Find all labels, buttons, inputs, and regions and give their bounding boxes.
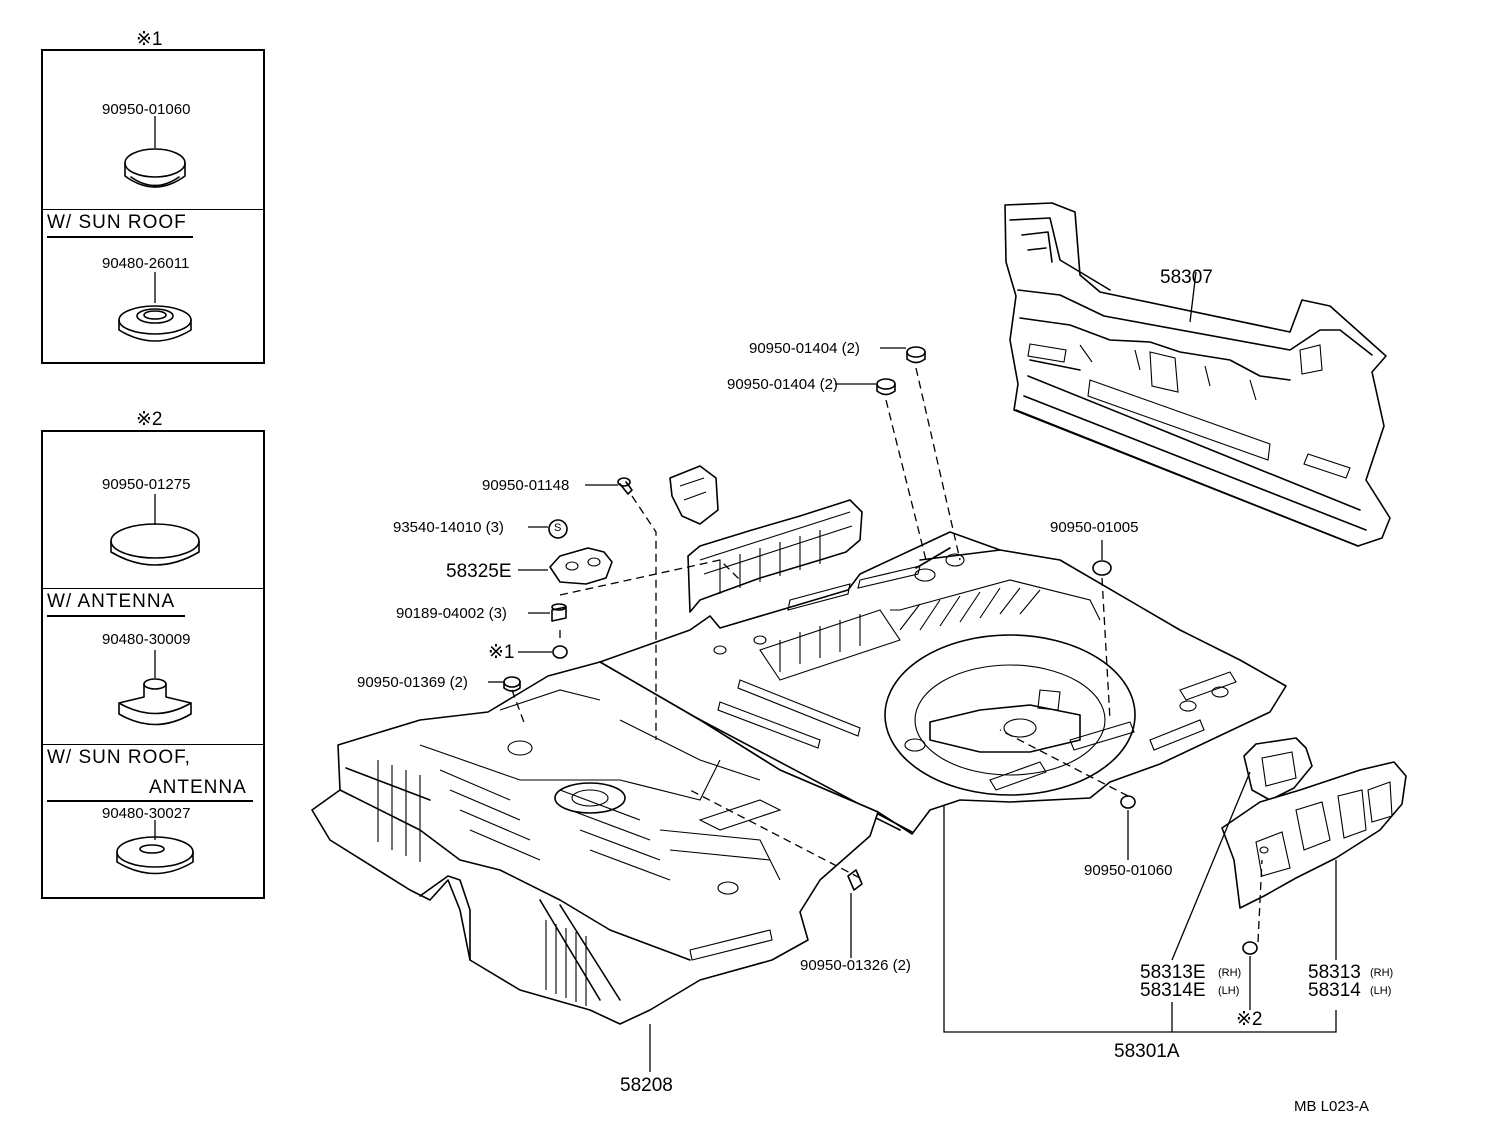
inset2-divider-a [43,588,263,589]
plug-90950-01404-lower-icon [876,378,896,396]
label-90950-01326: 90950-01326 (2) [800,957,911,974]
label-mark2: ※2 [1236,1009,1263,1030]
inset2-section-antenna: W/ ANTENNA [47,591,176,612]
label-58307: 58307 [1160,267,1213,288]
dashed-assembly-lines [511,367,1263,943]
inset1-section-label: W/ SUN ROOF [47,212,187,233]
grommet-90480-30009-icon [118,650,192,726]
inset1-box: 90950-01060 W/ SUN ROOF 90480-26011 [41,49,265,364]
inset2-section-sunroof-antenna-line2: ANTENNA [149,777,247,798]
rear-panel-58307-drawing [1004,202,1391,547]
plug-90950-01060-icon [124,116,186,188]
side-panel-58313-drawing [1221,761,1407,909]
label-58313: 58313 [1308,962,1361,983]
inset1-bottom-part-number: 90480-26011 [102,255,190,272]
label-mark1: ※1 [488,642,515,663]
cross-member-drawing [669,465,863,613]
label-58325E: 58325E [446,561,512,582]
label-90950-01005: 90950-01005 [1050,519,1139,536]
plug-90950-01005-icon [1092,560,1112,576]
label-58314-side: (LH) [1370,985,1392,997]
label-58208: 58208 [620,1075,673,1096]
label-58314E: 58314E [1140,980,1206,1001]
inset2-section-sunroof-antenna-line1: W/ SUN ROOF, [47,747,191,768]
label-90950-01060: 90950-01060 [1084,862,1173,879]
label-90950-01148: 90950-01148 [482,477,570,494]
inset2-section-sunroof-antenna-underline [47,800,253,802]
leader-lines [488,271,1337,1072]
bracket-58325E-icon [549,547,613,585]
label-58314E-side: (LH) [1218,985,1240,997]
plug-mark1-icon [552,645,568,659]
inset2-section-antenna-underline [47,615,185,617]
s-mark-circle-icon [548,519,568,539]
inset1-top-part-number: 90950-01060 [102,101,191,118]
label-93540-14010: 93540-14010 (3) [393,519,504,536]
inset2-sunroof-antenna-part-number: 90480-30027 [102,805,191,822]
pin-90950-01148-icon [617,477,633,495]
rear-floor-pan-58301A-drawing [599,531,1287,835]
bolt-90189-04002-icon [551,603,567,622]
label-90189-04002: 90189-04002 (3) [396,605,507,622]
front-floor-pan-58208-drawing [311,661,879,1025]
grommet-90480-30027-icon [116,820,194,875]
label-58313-side: (RH) [1370,967,1394,979]
label-90950-01404-lower: 90950-01404 (2) [727,376,838,393]
grommet-90480-26011-icon [118,272,192,342]
plug-90950-01275-icon [110,494,200,566]
inset2-antenna-part-number: 90480-30009 [102,631,191,648]
label-58313E-side: (RH) [1218,967,1242,979]
label-s-mark: S [554,522,562,534]
label-58313E: 58313E [1140,962,1206,983]
inset2-box: 90950-01275 W/ ANTENNA 90480-30009 W/ SU… [41,430,265,899]
bolt-90950-01326-icon [847,869,863,891]
inset1-section-underline [47,236,193,238]
label-58301A: 58301A [1114,1041,1180,1062]
label-58314: 58314 [1308,980,1361,1001]
inset1-divider [43,209,263,210]
plug-90950-01404-upper-icon [906,346,926,364]
side-panel-58313E-drawing [1243,737,1313,801]
inset2-mark: ※2 [136,409,163,430]
plug-90950-01369-icon [503,676,521,692]
label-90950-01369: 90950-01369 (2) [357,674,468,691]
label-90950-01404-upper: 90950-01404 (2) [749,340,860,357]
inset2-top-part-number: 90950-01275 [102,476,191,493]
footer-drawing-code: MB L023-A [1294,1098,1370,1115]
inset2-divider-b [43,744,263,745]
plug-90950-01060-center-icon [1120,795,1136,809]
inset1-mark: ※1 [136,29,163,50]
plug-mark2-icon [1242,941,1258,955]
